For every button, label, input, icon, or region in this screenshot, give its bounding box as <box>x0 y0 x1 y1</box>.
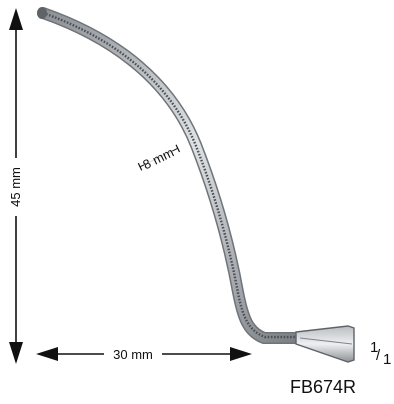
instrument <box>37 7 355 363</box>
width-label: 30 mm <box>113 347 153 362</box>
scale-marker: 1 / 1 <box>370 339 391 368</box>
shaft-label: 8 mm <box>140 145 176 173</box>
shaft-dimension: 8 mm <box>137 144 181 173</box>
scale-slash: / <box>376 347 381 364</box>
arrowhead-left-icon <box>36 347 58 361</box>
arrowhead-right-icon <box>230 347 252 361</box>
width-dimension: 30 mm <box>36 347 252 362</box>
arrowhead-down-icon <box>9 342 23 364</box>
scale-numerator: 1 <box>370 339 378 356</box>
height-dimension: 45 mm <box>8 8 23 364</box>
chisel-tip <box>295 325 355 363</box>
arrowhead-up-icon <box>9 8 23 30</box>
height-label: 45 mm <box>8 167 23 207</box>
scale-denominator: 1 <box>383 351 391 368</box>
product-code: FB674R <box>290 377 356 397</box>
